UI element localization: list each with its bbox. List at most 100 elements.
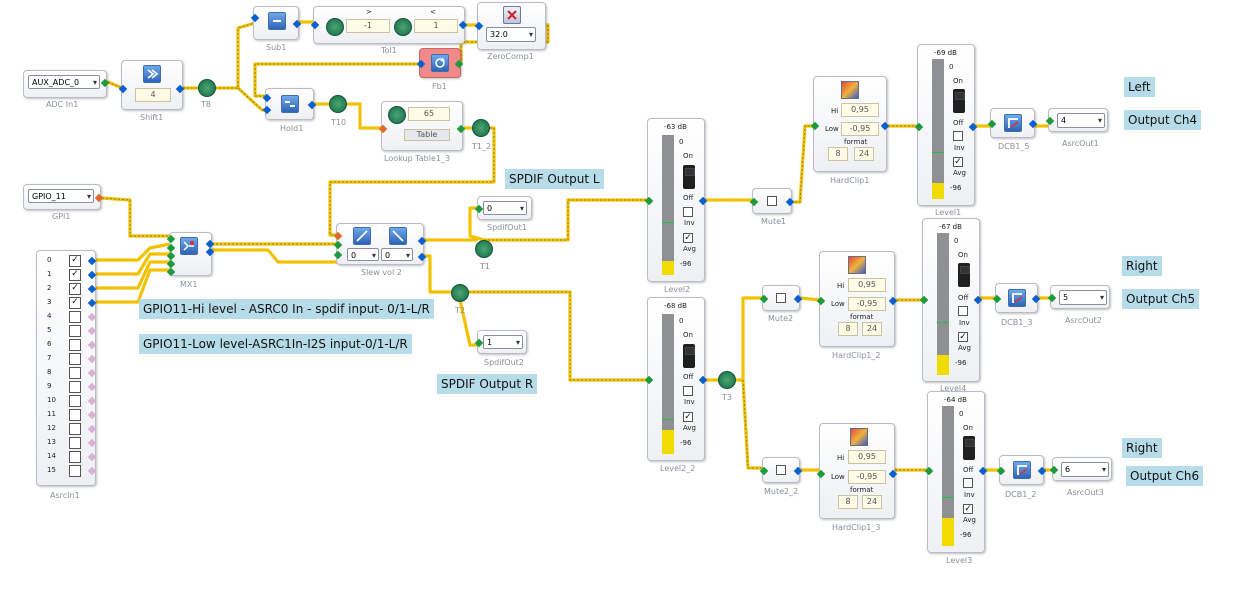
mute-2-2-block[interactable] [759, 457, 803, 483]
asrc-out-3-block[interactable]: 6▾ [1049, 457, 1112, 481]
asrc-channel-checkbox[interactable] [69, 395, 81, 407]
asrc-channel-port[interactable] [87, 368, 97, 378]
avg-checkbox[interactable]: ✓ [963, 504, 973, 514]
tee-node-icon[interactable] [329, 95, 347, 113]
mute-checkbox[interactable] [776, 293, 786, 303]
asrc-out-3-select[interactable]: 6▾ [1061, 462, 1109, 477]
asrc-channel-port[interactable] [87, 284, 97, 294]
asrc-channel-checkbox[interactable]: ✓ [69, 255, 81, 267]
input-port[interactable] [816, 296, 826, 306]
asrc-out-2-block[interactable]: 5▾ [1047, 285, 1110, 309]
asrc-channel-checkbox[interactable] [69, 381, 81, 393]
sub-block[interactable] [250, 6, 302, 40]
tol-high-knob-icon[interactable] [394, 18, 412, 36]
input-port[interactable] [987, 119, 997, 129]
mute-checkbox[interactable] [776, 465, 786, 475]
input-port[interactable] [333, 231, 343, 241]
asrc-channel-checkbox[interactable] [69, 465, 81, 477]
tee-node-icon[interactable] [472, 119, 490, 137]
input-port[interactable] [759, 294, 769, 304]
asrc-channel-port[interactable] [87, 354, 97, 364]
zerocomp-block[interactable]: 32.0▾ [474, 2, 546, 50]
format-value-1[interactable]: 8 [838, 495, 858, 509]
asrc-channel-checkbox[interactable] [69, 437, 81, 449]
shift-block[interactable]: 4 [118, 60, 185, 110]
tol-high-value[interactable]: 1 [414, 19, 458, 33]
inv-checkbox[interactable] [963, 478, 973, 488]
input-port[interactable] [118, 84, 128, 94]
input-port[interactable] [1047, 293, 1057, 303]
dcb-1-3-block[interactable] [992, 283, 1041, 313]
input-port[interactable] [996, 466, 1006, 476]
asrc-out-2-select[interactable]: 5▾ [1059, 290, 1107, 305]
asrc-channel-port[interactable] [87, 340, 97, 350]
input-port[interactable] [992, 294, 1002, 304]
lookup-value[interactable]: 65 [408, 107, 450, 121]
shift-value[interactable]: 4 [135, 88, 171, 102]
format-value-2[interactable]: 24 [854, 147, 874, 161]
zerocomp-select[interactable]: 32.0▾ [486, 27, 536, 42]
level-4-block[interactable]: -67 dB 0 On Off Inv ✓ Avg -96 [919, 218, 983, 382]
input-port[interactable] [759, 466, 769, 476]
input-port[interactable] [166, 234, 176, 244]
low-value[interactable]: -0,95 [848, 470, 886, 484]
avg-checkbox[interactable]: ✓ [958, 332, 968, 342]
input-port[interactable] [816, 469, 826, 479]
inv-checkbox[interactable] [953, 131, 963, 141]
low-value[interactable]: -0,95 [841, 122, 879, 136]
level-3-block[interactable]: -64 dB 0 On Off Inv ✓ Avg -96 [924, 391, 988, 553]
dcb-1-5-block[interactable] [987, 108, 1038, 138]
hardclip-1-2-block[interactable]: Hi 0,95 Low -0,95 format 8 24 [816, 251, 898, 347]
asrc-channel-checkbox[interactable] [69, 367, 81, 379]
mx-block[interactable] [166, 232, 215, 277]
input-port[interactable] [644, 196, 654, 206]
input-port[interactable] [644, 375, 654, 385]
hardclip-1-block[interactable]: Hi 0,95 Low -0,95 format 8 24 [810, 76, 890, 172]
asrc-channel-checkbox[interactable] [69, 339, 81, 351]
mute-2-block[interactable] [759, 285, 803, 311]
asrc-channel-port[interactable] [87, 396, 97, 406]
low-value[interactable]: -0,95 [848, 297, 886, 311]
input-port[interactable] [250, 13, 260, 23]
tol-block[interactable]: > < -1 1 [310, 6, 468, 44]
input-port[interactable] [924, 466, 934, 476]
tee-node-icon[interactable] [475, 240, 493, 258]
on-off-toggle[interactable] [953, 89, 965, 113]
mute-checkbox[interactable] [767, 196, 777, 206]
gpi-select[interactable]: GPIO_11▾ [28, 189, 94, 203]
asrc-out-1-block[interactable]: 4▾ [1045, 108, 1108, 132]
input-port[interactable] [333, 240, 343, 250]
input-port[interactable] [810, 121, 820, 131]
level-2-block[interactable]: -63 dB 0 On Off Inv ✓ Avg -96 [644, 118, 708, 282]
spdif-out-2-block[interactable]: 1▾ [474, 330, 527, 354]
avg-checkbox[interactable]: ✓ [953, 157, 963, 167]
asrc-channel-port[interactable] [87, 452, 97, 462]
avg-checkbox[interactable]: ✓ [683, 412, 693, 422]
input-port[interactable] [474, 21, 484, 31]
asrc-channel-checkbox[interactable] [69, 353, 81, 365]
input-port[interactable] [919, 295, 929, 305]
asrc-channel-port[interactable] [87, 256, 97, 266]
gpi-block[interactable]: GPIO_11▾ [23, 184, 104, 210]
avg-checkbox[interactable]: ✓ [683, 233, 693, 243]
input-port[interactable] [262, 93, 272, 103]
spdif-out-2-select[interactable]: 1▾ [483, 335, 523, 349]
asrc-channel-port[interactable] [87, 270, 97, 280]
input-port[interactable] [749, 197, 759, 207]
input-port[interactable] [333, 250, 343, 260]
format-value-2[interactable]: 24 [862, 495, 882, 509]
format-value-2[interactable]: 24 [862, 322, 882, 336]
input-port[interactable] [474, 204, 484, 214]
input-port[interactable] [1049, 465, 1059, 475]
output-port[interactable] [175, 84, 185, 94]
input-port[interactable] [1045, 116, 1055, 126]
spdif-out-1-block[interactable]: 0▾ [474, 196, 532, 220]
hi-value[interactable]: 0,95 [848, 278, 886, 292]
inv-checkbox[interactable] [958, 306, 968, 316]
asrc-out-1-select[interactable]: 4▾ [1057, 113, 1105, 128]
slew-vol-block[interactable]: 0▾ 0▾ [333, 223, 427, 265]
input-port[interactable] [474, 338, 484, 348]
level-1-block[interactable]: -69 dB 0 On Off Inv ✓ Avg -96 [914, 44, 978, 206]
format-value-1[interactable]: 8 [828, 147, 848, 161]
